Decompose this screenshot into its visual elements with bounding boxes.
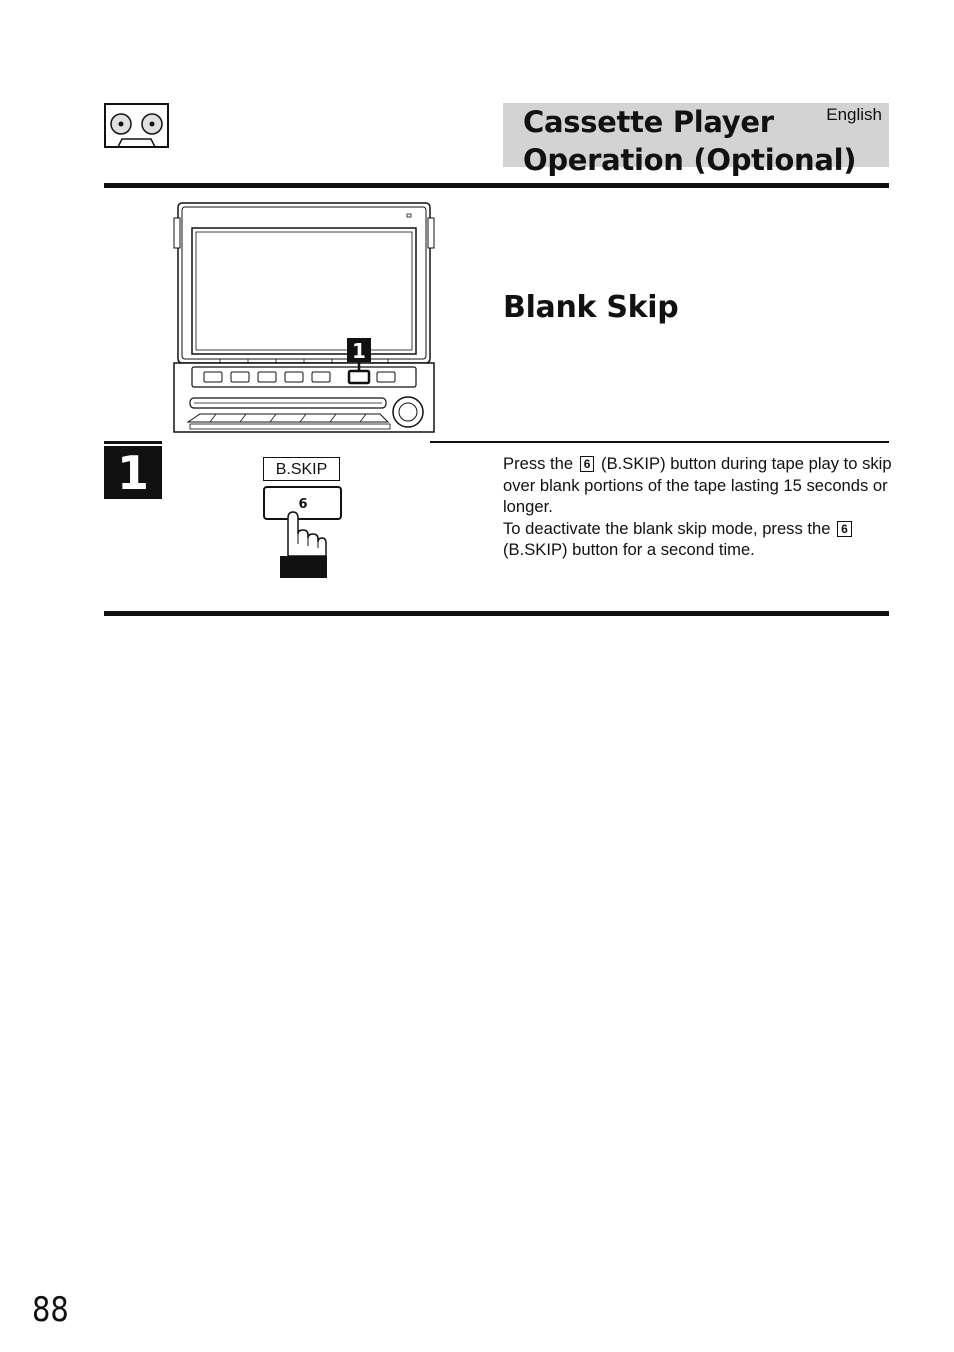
key-6-icon: 6 [579,456,595,472]
section-title: Blank Skip [503,290,679,325]
step-divider-left [104,441,162,444]
page-title-line-2: Operation (Optional) [523,143,857,177]
instruction-press-prefix: Press the [503,454,574,473]
page-title: Cassette Player Operation (Optional) [523,103,857,179]
illustration-callout-number: 1 [352,339,366,363]
instruction-deactivate-suffix: (B.SKIP) button for a second time. [503,540,755,560]
step-divider-right [430,441,889,443]
language-label: English [826,105,882,124]
section-end-divider [104,611,889,616]
button-number-6: 6 [298,497,307,512]
header-divider [104,183,889,188]
cassette-icon [104,103,169,148]
bskip-label: B.SKIP [263,457,340,481]
page-number: 88 [32,1290,69,1330]
page-title-line-1: Cassette Player [523,105,774,139]
key-6-icon: 6 [837,520,852,537]
instruction-press-suffix: (B.SKIP) button during tape play to skip… [503,454,892,517]
head-unit-illustration: 1 [170,200,438,436]
bskip-button-illustration: 6 [260,484,346,580]
step-number-badge: 1 [104,446,162,500]
page-title-box: Cassette Player Operation (Optional) Eng… [503,103,889,177]
instruction-press: Press the 6 (B.SKIP) button during tape … [503,453,893,518]
instruction-deactivate: To deactivate the blank skip mode, press… [503,518,893,561]
instruction-deactivate-prefix: To deactivate the blank skip mode, press… [503,518,831,538]
step-instructions: Press the 6 (B.SKIP) button during tape … [503,453,893,561]
